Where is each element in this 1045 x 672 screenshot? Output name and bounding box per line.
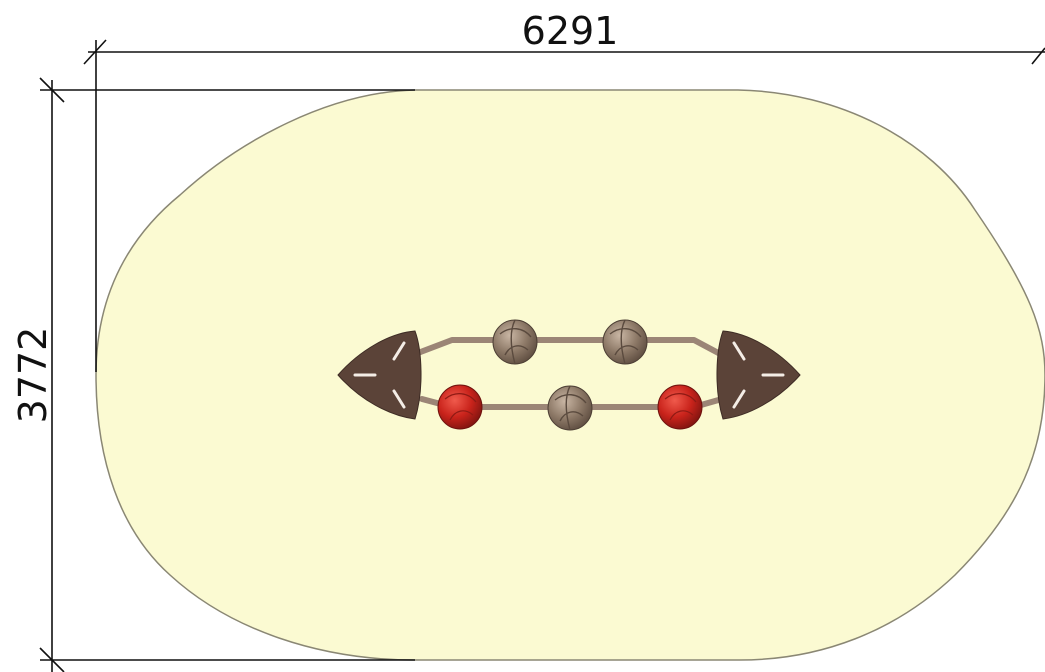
height-tick-top: [39, 77, 65, 103]
height-dimension: [39, 77, 415, 672]
width-tick-right: [1031, 47, 1045, 65]
height-dimension-label: 3772: [11, 327, 55, 424]
balance-trail-equipment: [337, 319, 801, 431]
right-triangular-platform: [716, 330, 801, 420]
stepping-sphere-tan: [547, 385, 593, 431]
upper-connecting-bar: [407, 337, 727, 359]
width-tick-left: [83, 39, 107, 65]
stepping-sphere-red: [437, 384, 483, 430]
safety-zone: [95, 89, 1045, 661]
stepping-sphere-red: [657, 384, 703, 430]
width-dimension: [83, 39, 1045, 372]
stepping-sphere-tan: [602, 319, 648, 365]
width-dimension-label: 6291: [522, 9, 619, 53]
height-tick-bottom: [39, 647, 65, 672]
stepping-sphere-tan: [492, 319, 538, 365]
left-triangular-platform: [337, 330, 422, 420]
